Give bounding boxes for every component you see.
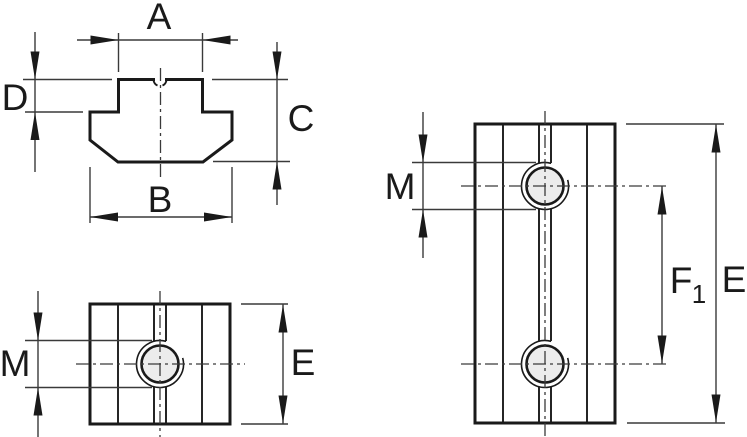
label-f1-subscript: 1 [692, 279, 706, 309]
dim-d-arrow-bottom [30, 112, 40, 140]
dimension-b: B [89, 167, 233, 223]
dimension-a: A [77, 0, 238, 72]
top-notch-right [162, 79, 168, 87]
top-view-double-hole: M F 1 E [385, 111, 747, 437]
dim-d-arrow-top [30, 51, 40, 80]
label-d: D [2, 77, 29, 118]
dim-c-arrow-top [272, 51, 282, 80]
dim-b-arrow-right [204, 212, 232, 222]
dim-f1-arrow-bottom [657, 335, 667, 364]
dimension-m: M [385, 112, 536, 258]
label-b: B [148, 179, 173, 220]
dimension-e: E [626, 123, 747, 424]
top-notch-left [152, 79, 158, 87]
thread-arc-bottom [520, 339, 570, 389]
dim-c-arrow-bottom [272, 161, 282, 190]
dim-e-arrow-top [711, 124, 721, 153]
dim-m-arrow-bottom [418, 209, 428, 238]
label-e: E [722, 259, 747, 300]
dimension-m: M [0, 291, 152, 437]
dim-e-arrow-bottom [711, 394, 721, 423]
top-view-single-hole: M E [0, 291, 315, 437]
label-m: M [0, 343, 30, 384]
dim-b-arrow-left [90, 212, 118, 222]
dim-m-arrow-top [418, 134, 428, 163]
dimension-f1: F 1 [657, 186, 706, 364]
dim-m-arrow-bottom [33, 387, 43, 416]
dimension-e: E [241, 303, 316, 425]
dim-e-arrow-bottom [278, 395, 288, 424]
label-c: C [288, 98, 315, 139]
cross-section-view: A D C B [2, 0, 314, 223]
label-e: E [291, 342, 316, 383]
thread-arc [135, 339, 185, 389]
label-a: A [147, 0, 172, 37]
dimension-d: D [2, 32, 112, 172]
label-m: M [385, 166, 416, 207]
profile-outline [88, 78, 234, 164]
dim-f1-arrow-top [657, 186, 667, 215]
dim-a-arrow-right [202, 35, 231, 45]
label-f1-base: F [670, 260, 693, 301]
dim-a-arrow-left [90, 35, 119, 45]
dimension-c: C [212, 42, 314, 205]
dim-m-arrow-top [33, 312, 43, 341]
thread-arc-top [520, 161, 570, 211]
dim-e-arrow-top [278, 304, 288, 333]
